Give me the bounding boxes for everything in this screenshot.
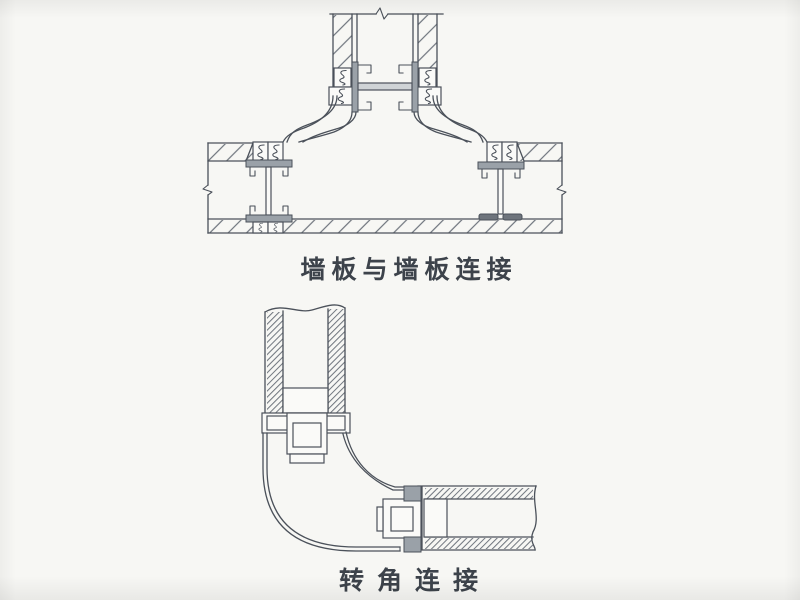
horizontal-wall-panel <box>202 142 567 234</box>
wall-panel-tee-joint-figure <box>202 7 567 234</box>
elbow-profile <box>262 431 405 552</box>
clamp-block <box>403 485 422 502</box>
panel-channel-connectors <box>351 61 419 113</box>
flare-transition-profile <box>282 95 488 143</box>
i-beam-connector-left <box>245 159 293 234</box>
end-cap-insert <box>423 498 448 538</box>
bearing-pad <box>502 213 523 221</box>
corner-connector-top <box>286 412 328 464</box>
figure-caption-corner-joint: 转角连接 <box>338 567 491 595</box>
figure-caption-wall-panel-joint: 墙板与墙板连接 <box>300 256 518 284</box>
horizontal-panel <box>417 485 537 551</box>
vertical-wall-panel <box>329 7 444 97</box>
end-cap-insert <box>282 387 329 414</box>
skin-gasket-seals <box>252 141 518 163</box>
tie-bar <box>357 82 413 91</box>
break-mark <box>556 184 567 196</box>
corner-connector-side <box>376 485 422 553</box>
break-wave <box>264 304 346 313</box>
bearing-pad <box>478 213 499 221</box>
i-beam-connector-right <box>477 161 525 221</box>
clamp-block <box>403 536 422 553</box>
break-wave <box>531 485 537 551</box>
break-mark <box>375 7 389 20</box>
corner-joint-figure <box>261 304 537 553</box>
break-mark <box>202 184 213 196</box>
